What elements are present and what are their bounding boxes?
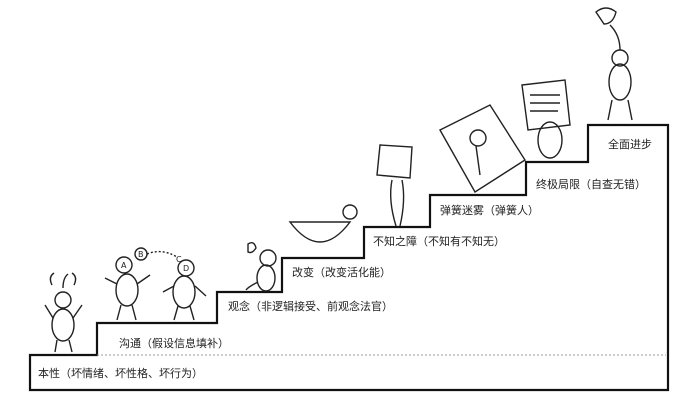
letter-c: C xyxy=(176,255,182,264)
step-label-nature: 本性（坏情绪、坏性格、坏行为） xyxy=(38,367,203,380)
step-label-change: 改变（改变活化能） xyxy=(292,266,391,279)
staircase-outline xyxy=(28,123,670,392)
sitting-figure xyxy=(245,241,277,292)
figure-d xyxy=(162,259,207,321)
angry-figure xyxy=(44,272,83,353)
step-label-communication: 沟通（假设信息填补） xyxy=(119,337,229,350)
boxed-figure xyxy=(439,104,526,193)
step-label-unknown-barrier: 不知之障（不知有不知无） xyxy=(373,235,505,248)
box-head-figure xyxy=(376,144,413,227)
step-label-spring-fog: 弹簧迷雾（弹簧人） xyxy=(440,204,539,217)
step-label-ultimate-limit: 终极局限（自查无错） xyxy=(536,178,646,191)
figure-a xyxy=(104,247,178,321)
letter-d: D xyxy=(183,264,189,273)
bowl-figure xyxy=(288,204,358,243)
jumping-figure xyxy=(595,7,633,121)
letter-a: A xyxy=(121,261,127,270)
paper-figure xyxy=(521,79,571,159)
step-label-concept: 观念（非逻辑接受、前观念法官） xyxy=(228,300,393,313)
step-label-full-progress: 全面进步 xyxy=(608,138,652,151)
letter-b: B xyxy=(138,250,144,259)
